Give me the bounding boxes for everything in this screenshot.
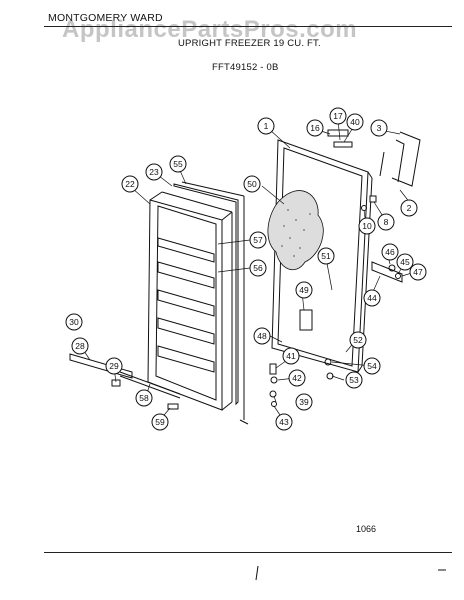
diagram-title: UPRIGHT FREEZER 19 CU. FT. (178, 38, 321, 49)
watermark: AppliancePartsPros.com (62, 16, 358, 43)
insulation-foam (267, 190, 324, 271)
svg-text:28: 28 (75, 341, 85, 351)
callout-17: 17 (329, 107, 347, 125)
svg-text:51: 51 (321, 251, 331, 261)
svg-text:39: 39 (299, 397, 309, 407)
callout-8: 8 (377, 213, 395, 231)
svg-text:55: 55 (173, 159, 183, 169)
diagram-code: 1066 (356, 524, 377, 534)
svg-text:2: 2 (407, 203, 412, 213)
svg-text:57: 57 (253, 235, 263, 245)
door-shelves (157, 237, 215, 373)
svg-text:48: 48 (257, 331, 267, 341)
callout-28: 28 (71, 337, 89, 355)
door-assembly (147, 191, 233, 411)
door-gasket (173, 183, 239, 406)
label-plate (299, 309, 313, 331)
callout-42: 42 (288, 369, 306, 387)
svg-text:52: 52 (353, 335, 363, 345)
svg-text:59: 59 (155, 417, 165, 427)
svg-text:54: 54 (367, 361, 377, 371)
callout-59: 59 (151, 413, 169, 431)
scan-mark (255, 565, 259, 581)
svg-text:22: 22 (125, 179, 135, 189)
svg-text:8: 8 (384, 217, 389, 227)
callout-30: 30 (65, 313, 83, 331)
svg-text:29: 29 (109, 361, 119, 371)
svg-text:56: 56 (253, 263, 263, 273)
footer-rule (44, 552, 452, 553)
top-hinge (327, 129, 349, 137)
callout-55: 55 (169, 155, 187, 173)
svg-text:42: 42 (292, 373, 302, 383)
brand-label: MONTGOMERY WARD (48, 12, 163, 24)
svg-text:50: 50 (247, 179, 257, 189)
svg-text:30: 30 (69, 317, 79, 327)
callout-10: 10 (358, 217, 376, 235)
svg-text:41: 41 (286, 351, 296, 361)
callout-56: 56 (249, 259, 267, 277)
callout-53: 53 (345, 371, 363, 389)
hinge-screw (369, 195, 377, 203)
svg-text:47: 47 (413, 267, 423, 277)
callout-2: 2 (400, 199, 418, 217)
callout-46: 46 (381, 243, 399, 261)
insulation-texture (281, 209, 311, 257)
callout-54: 54 (363, 357, 381, 375)
svg-text:1: 1 (264, 121, 269, 131)
svg-text:43: 43 (279, 417, 289, 427)
svg-text:58: 58 (139, 393, 149, 403)
svg-text:49: 49 (299, 285, 309, 295)
callout-51: 51 (317, 247, 335, 265)
svg-text:17: 17 (333, 111, 343, 121)
svg-text:46: 46 (385, 247, 395, 257)
toe-grille (69, 353, 133, 379)
callout-58: 58 (135, 389, 153, 407)
callout-49: 49 (295, 281, 313, 299)
svg-text:3: 3 (377, 123, 382, 133)
callout-52: 52 (349, 331, 367, 349)
callout-22: 22 (121, 175, 139, 193)
callout-45: 45 (396, 253, 414, 271)
header-rule (44, 26, 452, 27)
svg-text:45: 45 (400, 257, 410, 267)
callout-48: 48 (253, 327, 271, 345)
callout-39: 39 (295, 393, 313, 411)
model-number: FFT49152 - 0B (212, 62, 279, 73)
svg-text:40: 40 (350, 117, 360, 127)
callout-57: 57 (249, 231, 267, 249)
callout-50: 50 (243, 175, 261, 193)
svg-text:53: 53 (349, 375, 359, 385)
callout-3: 3 (370, 119, 388, 137)
callout-41: 41 (282, 347, 300, 365)
svg-text:16: 16 (310, 123, 320, 133)
callout-40: 40 (346, 113, 364, 131)
callout-29: 29 (105, 357, 123, 375)
svg-text:44: 44 (367, 293, 377, 303)
callout-44: 44 (363, 289, 381, 307)
callout-16: 16 (306, 119, 324, 137)
callout-47: 47 (409, 263, 427, 281)
svg-text:10: 10 (362, 221, 372, 231)
svg-text:23: 23 (149, 167, 159, 177)
callout-1: 1 (257, 117, 275, 135)
callout-43: 43 (275, 413, 293, 431)
door-handle (379, 131, 421, 187)
callout-23: 23 (145, 163, 163, 181)
